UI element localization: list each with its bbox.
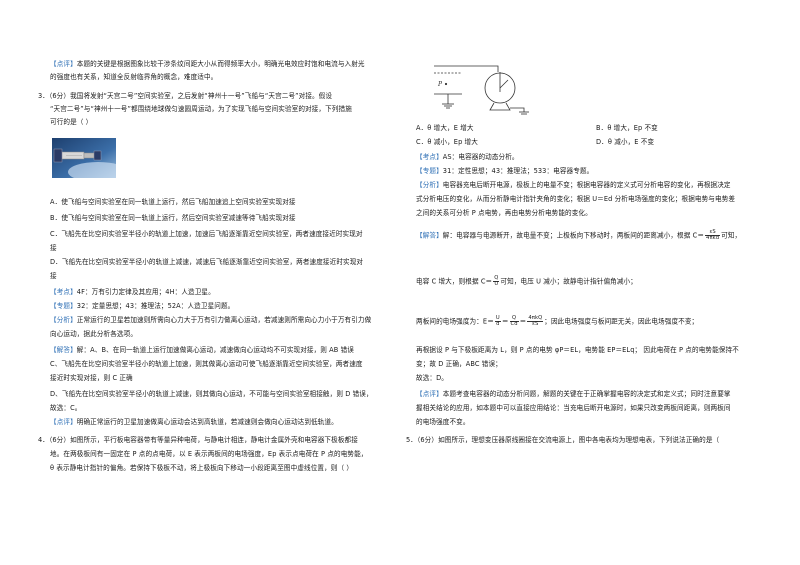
q4-stem-line2: 地。在两极板间有一固定在 P 点的点电荷，以 E 表示两板间的电场强度，Ep 表… xyxy=(50,450,368,458)
q4-dianping-line2: 握相关结论的应用，如本题中可以直接应用结论：当充电后断开电源时，如果只改变两板间… xyxy=(416,404,731,412)
q4-option-b: B．θ 增大，Ep 不变 xyxy=(596,124,658,132)
q4-jieda-line6: 故选：D。 xyxy=(416,374,448,382)
q4-zhuanti: 【专题】31：定性思想；43：推理法；533：电容器专题。 xyxy=(416,167,594,175)
q4-option-d: D．θ 减小，E 不变 xyxy=(596,138,655,146)
q3-kaodian: 【考点】4F：万有引力定律及其应用；4H：人造卫星。 xyxy=(50,288,215,296)
q3-stem-line1: 3．（6分）我国将发射“天宫二号”空间实验室，之后发射“神州十一号”飞船与“天宫… xyxy=(38,92,333,100)
q3-jieda-line5: 故选：C。 xyxy=(50,404,82,412)
q4-jieda-line5: 变；故 D 正确，ABC 错误； xyxy=(416,360,502,368)
q4-option-a: A．θ 增大，E 增大 xyxy=(416,124,474,132)
q4-dianping-line1: 【点评】本题考查电容器的动态分析问题，解题的关键在于正确掌握电容的决定式和定义式… xyxy=(416,390,731,398)
q4-fenxi-line2: 式分析电压的变化，从而分析静电计指针夹角的变化；根据 U＝Ed 分析电场强度的变… xyxy=(416,195,736,203)
q3-jieda-line2: C、飞船先在比空间实验室半径小的轨道上加速，则其做离心运动可使飞船逐渐靠近空间实… xyxy=(50,360,363,368)
capacitor-electrometer-diagram: P xyxy=(434,65,529,115)
q4-option-c: C．θ 减小，Ep 增大 xyxy=(416,138,478,146)
point-p-label: P xyxy=(437,81,443,88)
q3-fenxi-line2: 向心运动，据此分析各选项。 xyxy=(50,330,138,338)
q4-jieda-line4: 再根据设 P 与下极板距离为 L，则 P 点的电势 φP＝EL，电势能 EP＝E… xyxy=(416,346,739,354)
q4-stem-line1: 4．（6分）如图所示，平行板电容器带有等量异种电荷，与静电计相连，静电计金属外壳… xyxy=(38,436,358,444)
q3-option-c-line1: C．飞船先在比空间实验室半径小的轨道上加速，加速后飞船逐渐靠近空间实验室，两者速… xyxy=(50,230,363,238)
q4-jieda-line1: 【解答】解：电容器与电源断开，故电量不变；上极板向下移动时，两板间的距离减小，根… xyxy=(416,229,742,241)
q4-stem-line3: θ 表示静电计指针的偏角。若保持下极板不动，将上极板向下移动一小段距离至图中虚线… xyxy=(50,464,354,472)
spacecraft-docking-photo xyxy=(52,138,116,178)
q3-jieda-line4: D、飞船先在比空间实验室半径小的轨道上减速，则其做向心运动，不可能与空间实验室相… xyxy=(50,390,373,398)
q4-dianping-line3: 的电场强度不变。 xyxy=(416,418,470,426)
q3-stem-line2: “天宫二号”与“神州十一号”都围绕地球做匀速圆周运动，为了实现飞船与空间实验室的… xyxy=(50,105,352,113)
q3-dianping: 【点评】明确正常运行的卫星加速做离心运动会达到高轨道，若减速则会做向心运动达到低… xyxy=(50,418,338,426)
q3-option-b: B．使飞船与空间实验室在同一轨道上运行，然后空间实验室减速等待飞船实现对接 xyxy=(50,214,296,222)
prev-review-line1: 【点评】本题的关键是根据图象比较干涉条纹间距大小从而得频率大小，明确光电效应时饱… xyxy=(50,60,365,68)
q3-jieda-line3: 接近时实现对接，则 C 正确 xyxy=(50,374,133,382)
q3-jieda-line1: 【解答】解：A、B、在同一轨道上运行加速做离心运动，减速做向心运动均不可实现对接… xyxy=(50,346,355,354)
q3-zhuanti: 【专题】32：定量思想；43：推理法；52A：人造卫星问题。 xyxy=(50,302,235,310)
prev-review-line2: 的强度也有关系，知道全反射临界角的概念，难度适中。 xyxy=(50,73,218,81)
q3-option-c-line2: 接 xyxy=(50,244,57,252)
q3-option-a: A．使飞船与空间实验室在同一轨道上运行，然后飞船加速追上空间实验室实现对接 xyxy=(50,198,296,206)
q3-option-d-line1: D．飞船先在比空间实验室半径小的轨道上减速，减速后飞船逐渐靠近空间实验室，两者速… xyxy=(50,258,364,266)
q3-stem-line3: 可行的是（ ） xyxy=(50,118,93,126)
q4-fenxi-line3: 之间的关系可分析 P 点电势，再由电势分析电势能的变化。 xyxy=(416,209,592,217)
q4-kaodian: 【考点】AS：电容器的动态分析。 xyxy=(416,153,519,161)
q5-stem-line1: 5．（6分）如图所示，理想变压器原线圈接在交流电源上，图中各电表均为理想电表，下… xyxy=(406,436,720,444)
q4-fenxi-line1: 【分析】电容器充电后断开电源，极板上的电量不变；根据电容器的定义式可分析电容的变… xyxy=(416,181,731,189)
q3-fenxi-line1: 【分析】正常运行的卫星若加速则所需向心力大于万有引力做离心运动，若减速则所需向心… xyxy=(50,316,372,324)
q3-option-d-line2: 接 xyxy=(50,272,57,280)
